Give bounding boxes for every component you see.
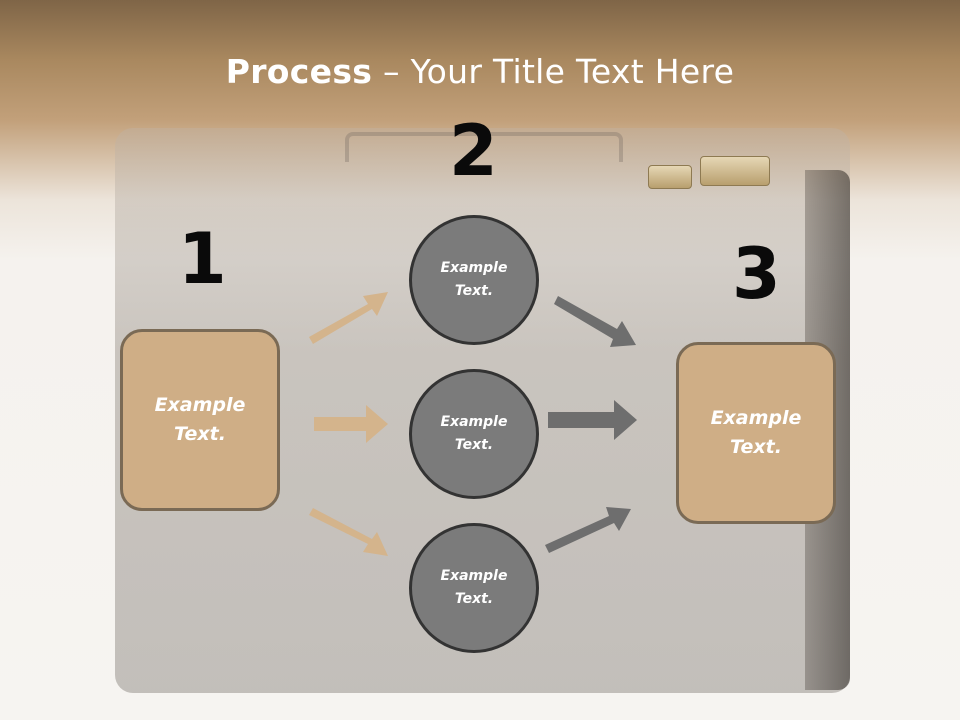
arrow-tan-right [314,405,388,443]
step-2-circle-middle: Example Text. [409,369,539,499]
step-number-3: 3 [732,233,781,315]
step-number-2: 2 [449,110,498,192]
step-1-box: Example Text. [120,329,280,511]
step-2-text-middle: Example Text. [440,414,508,453]
step-3-text: Example Text. [710,407,802,458]
arrow-gray-up [545,507,631,553]
arrow-tan-down [309,508,388,556]
briefcase-latch-right [700,156,770,186]
title-rest: – Your Title Text Here [372,52,735,91]
arrow-gray-down [554,296,636,347]
arrow-gray-right [548,400,637,440]
step-2-text-bottom: Example Text. [440,568,508,607]
step-3-box: Example Text. [676,342,836,524]
step-number-1: 1 [178,218,227,300]
step-2-text-top: Example Text. [440,260,508,299]
briefcase-handle [345,132,623,162]
title-bold: Process [225,52,373,91]
step-1-text: Example Text. [154,394,246,445]
step-2-circle-bottom: Example Text. [409,523,539,653]
step-2-circle-top: Example Text. [409,215,539,345]
briefcase-latch-left [648,165,692,189]
arrow-tan-up [309,292,388,344]
slide-title: Process – Your Title Text Here [0,52,960,91]
